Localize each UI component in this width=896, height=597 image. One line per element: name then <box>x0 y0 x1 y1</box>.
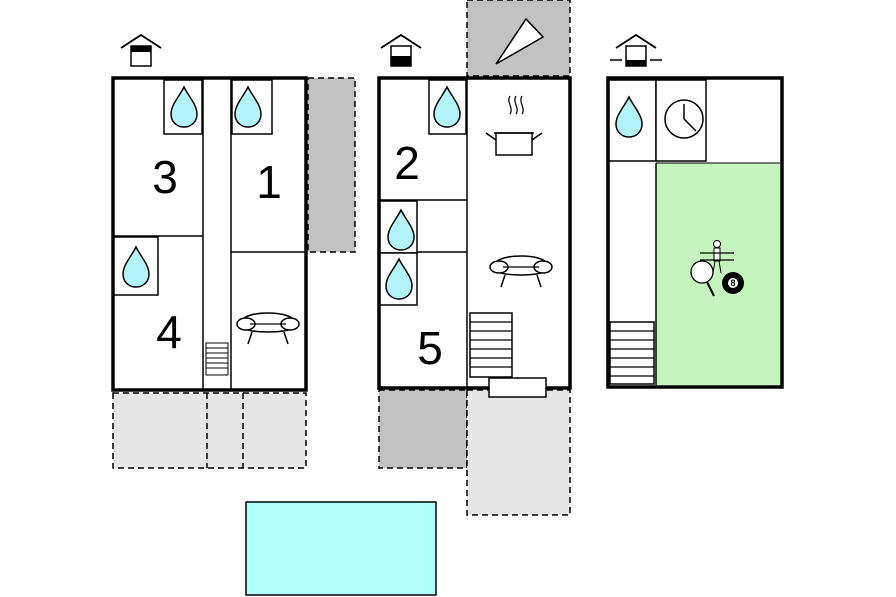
billiard-ball-icon: 8 <box>722 272 744 294</box>
cooking-pot-icon <box>485 95 543 156</box>
table-football-icon <box>700 240 734 274</box>
terrace-top <box>466 0 571 77</box>
floor-level-icon <box>380 34 422 67</box>
room-number: 5 <box>417 322 443 374</box>
swimming-pool <box>245 501 437 596</box>
building-middle: 2 5 <box>377 76 572 398</box>
staircase-icon <box>205 342 229 376</box>
room-number: 1 <box>256 156 282 208</box>
floor-level-icon <box>610 34 662 67</box>
clock-icon <box>664 99 704 139</box>
billiard-ball-number: 8 <box>730 278 735 288</box>
terrace-center-light <box>466 389 571 516</box>
room-number: 4 <box>156 306 182 358</box>
terrace-center-dark <box>378 389 468 469</box>
room-number: 2 <box>394 137 420 189</box>
building-left: 3 1 4 <box>111 76 308 392</box>
staircase-icon <box>469 312 513 378</box>
compass-icon <box>495 17 545 65</box>
terrace-right-column <box>307 77 356 253</box>
entrance-step <box>488 377 547 398</box>
staircase-icon <box>609 321 655 385</box>
terrace-bottom-left <box>112 392 307 469</box>
garden-area <box>656 163 780 385</box>
table-tennis-icon <box>690 260 715 297</box>
room-number: 3 <box>152 151 178 203</box>
floor-level-icon <box>120 34 162 67</box>
building-right: 8 <box>606 76 784 389</box>
